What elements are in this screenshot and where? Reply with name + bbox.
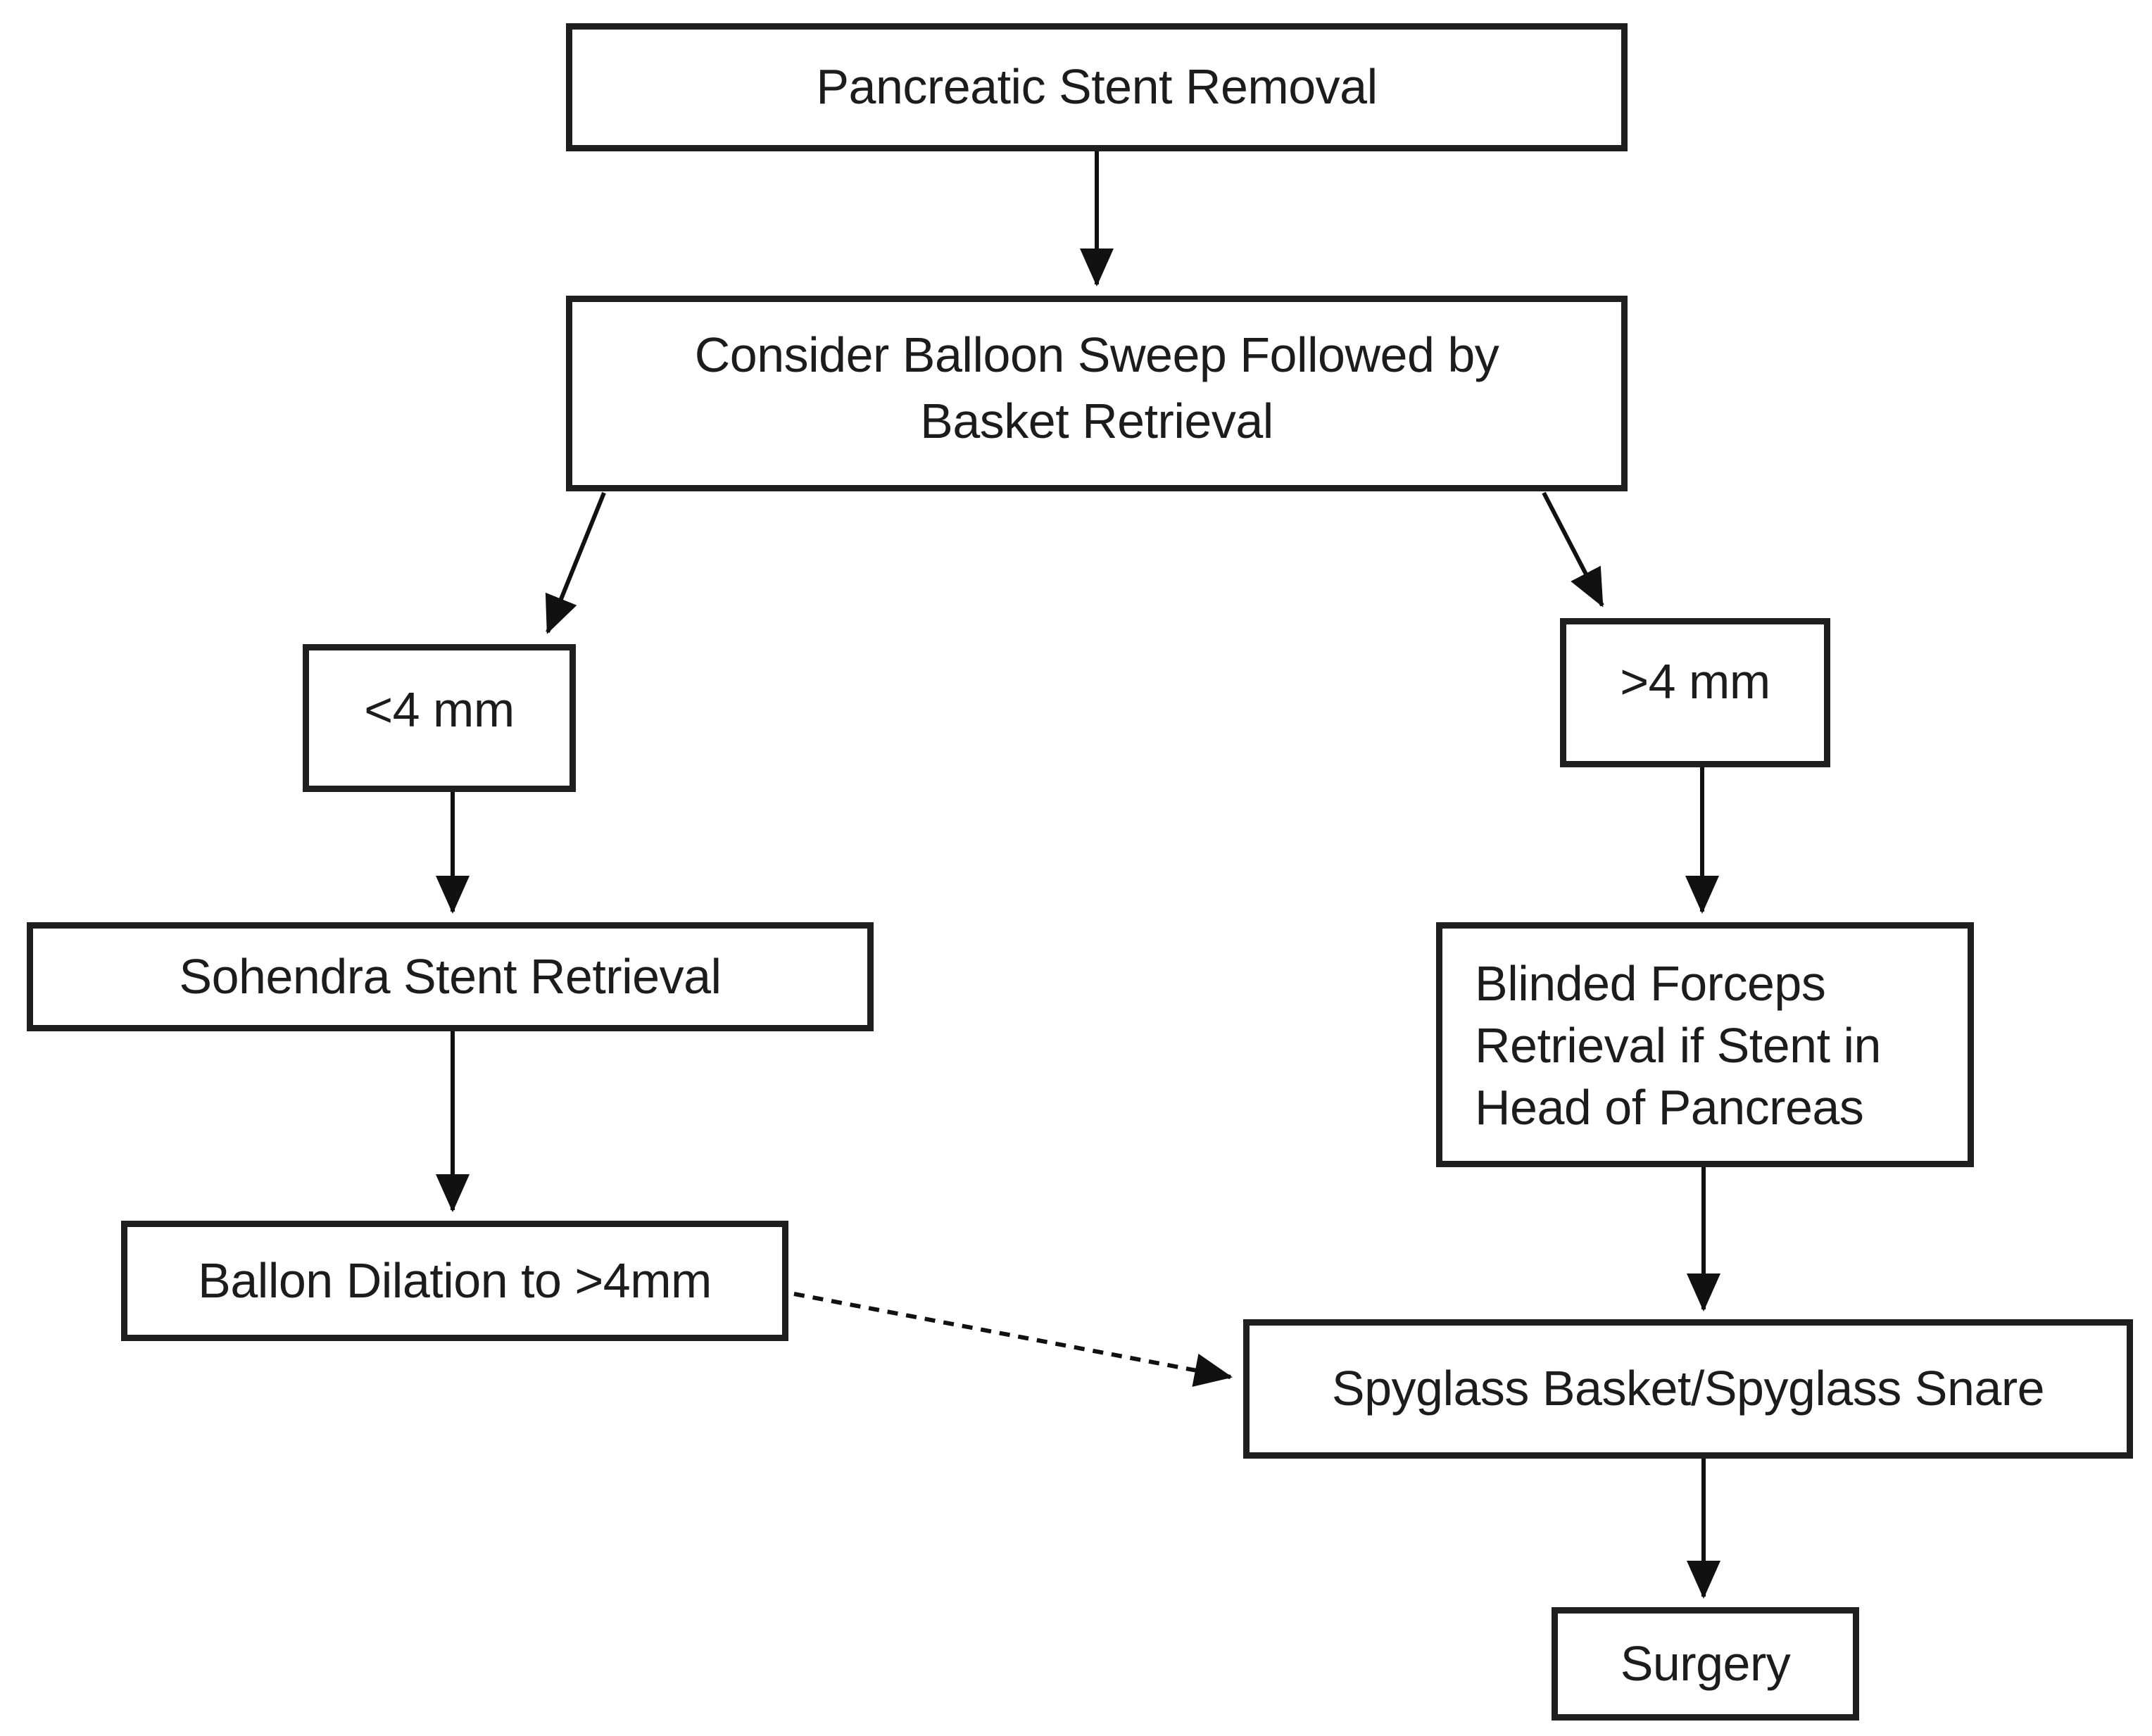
node-label: Sohendra Stent Retrieval <box>179 948 722 1004</box>
node-consider-balloon-sweep: Consider Balloon Sweep Followed by Baske… <box>566 296 1628 491</box>
node-label: <4 mm <box>364 682 515 738</box>
node-sohendra-stent-retrieval: Sohendra Stent Retrieval <box>27 922 874 1031</box>
node-label-line2: Retrieval if Stent in <box>1475 1018 1881 1073</box>
node-ballon-dilation: Ballon Dilation to >4mm <box>121 1221 788 1341</box>
node-label-line2: Basket Retrieval <box>920 394 1273 448</box>
node-label-line1: Consider Balloon Sweep Followed by <box>694 327 1499 382</box>
arrow-balloon-sweep-to-lt4 <box>545 491 606 634</box>
arrow-balloon-sweep-to-gt4 <box>1542 491 1604 608</box>
node-label: Ballon Dilation to >4mm <box>198 1252 712 1308</box>
node-label: Spyglass Basket/Spyglass Snare <box>1331 1361 2045 1416</box>
node-label-line1: Blinded Forceps <box>1475 956 1826 1011</box>
node-label: >4 mm <box>1620 654 1770 710</box>
node-less-than-4mm: <4 mm <box>303 644 576 792</box>
node-greater-than-4mm: >4 mm <box>1560 618 1830 767</box>
node-label: Surgery <box>1620 1635 1791 1691</box>
node-blinded-forceps-retrieval: Blinded Forceps Retrieval if Stent in He… <box>1436 922 1974 1167</box>
node-surgery: Surgery <box>1552 1607 1859 1721</box>
node-pancreatic-stent-removal: Pancreatic Stent Removal <box>566 23 1628 151</box>
node-label: Pancreatic Stent Removal <box>816 59 1378 115</box>
node-spyglass-basket-snare: Spyglass Basket/Spyglass Snare <box>1243 1319 2133 1459</box>
arrow-ballon-dilation-to-spyglass <box>793 1292 1233 1388</box>
node-label-line3: Head of Pancreas <box>1475 1080 1864 1135</box>
